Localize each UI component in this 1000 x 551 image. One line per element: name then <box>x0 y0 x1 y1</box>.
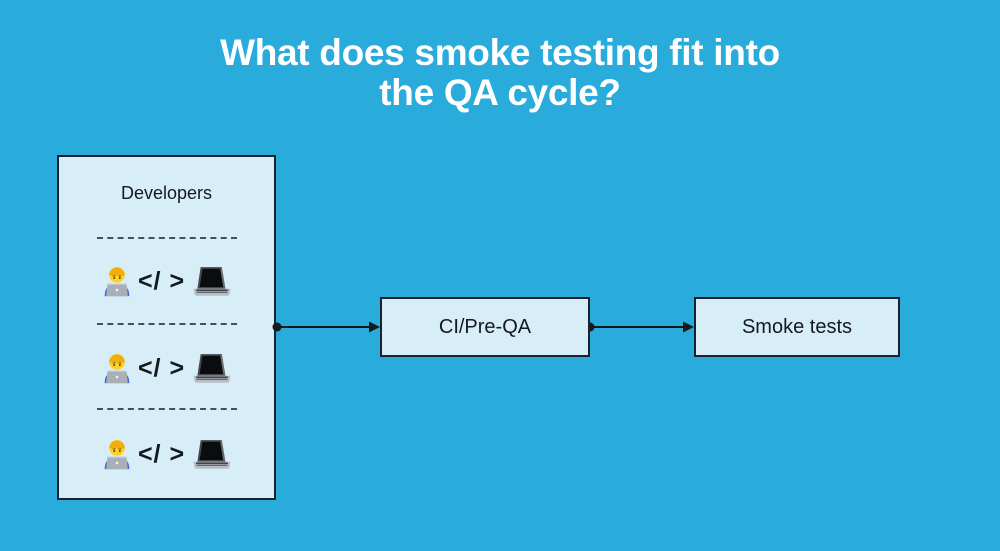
laptop-icon <box>193 439 231 469</box>
page-title: What does smoke testing fit into the QA … <box>0 33 1000 113</box>
developers-group-box: Developers </ > </ > </ > <box>57 155 276 500</box>
arrow-developers-to-ci <box>272 321 380 333</box>
node-smoke-tests-label: Smoke tests <box>741 315 853 338</box>
code-tag-text: </ > <box>137 353 186 382</box>
technologist-icon <box>104 440 130 470</box>
code-tag-text: </ > <box>137 266 186 295</box>
code-tag-text: </ > <box>137 439 186 468</box>
dashed-divider <box>96 323 237 325</box>
laptop-icon <box>193 353 231 383</box>
title-line-1: What does smoke testing fit into <box>220 32 780 73</box>
developers-label: Developers <box>120 183 213 203</box>
dashed-divider <box>96 408 237 410</box>
technologist-icon <box>104 267 130 297</box>
node-smoke-tests: Smoke tests <box>694 297 900 357</box>
title-line-2: the QA cycle? <box>379 72 621 113</box>
dashed-divider <box>96 237 237 239</box>
node-ci-pre-qa-label: CI/Pre-QA <box>438 315 532 338</box>
developer-row: </ > <box>100 436 233 472</box>
developer-row: </ > <box>100 263 233 299</box>
node-ci-pre-qa: CI/Pre-QA <box>380 297 590 357</box>
developer-row: </ > <box>100 350 233 386</box>
laptop-icon <box>193 266 231 296</box>
arrow-ci-to-smoke <box>585 321 694 333</box>
technologist-icon <box>104 354 130 384</box>
